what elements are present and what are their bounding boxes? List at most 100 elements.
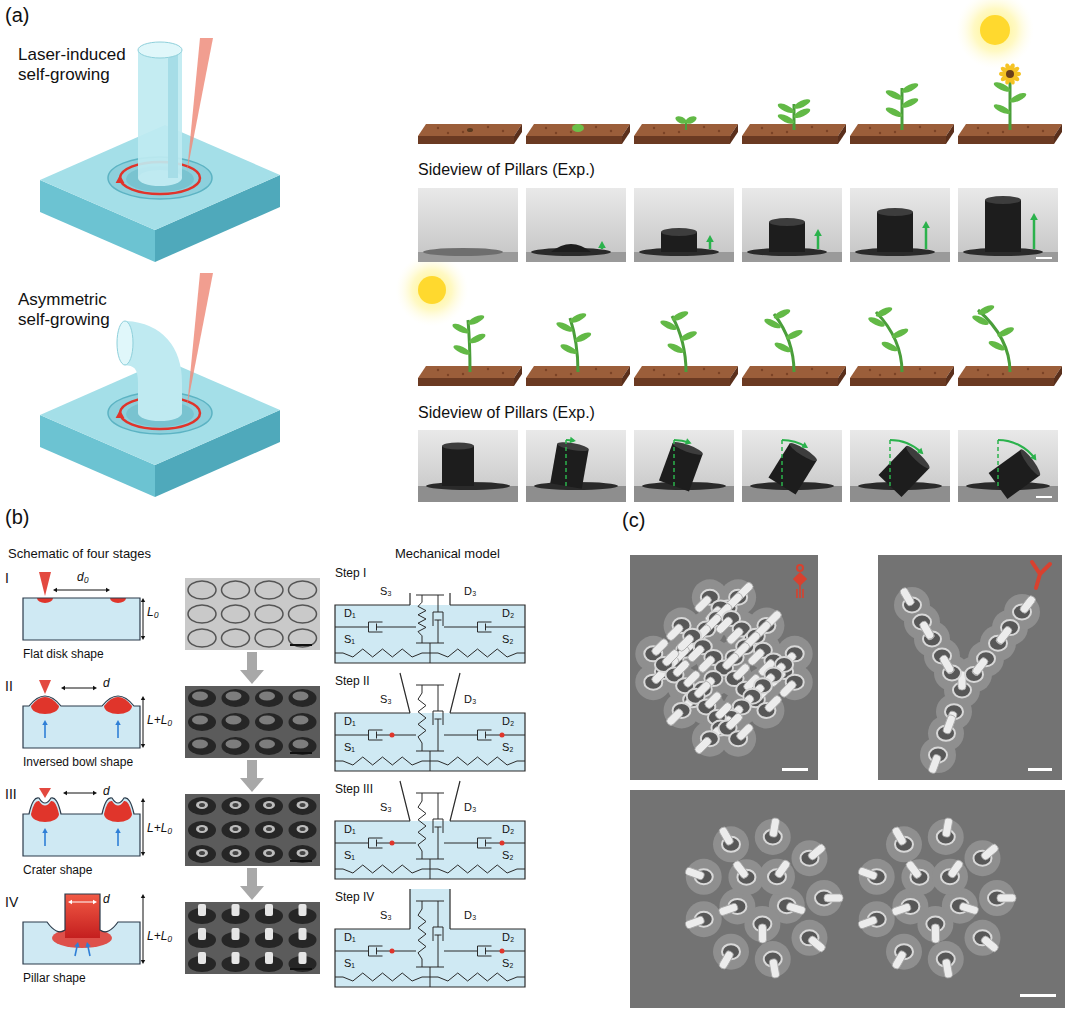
crater-rim [230, 825, 242, 833]
step-label: Step IV [335, 891, 374, 905]
disk-outline [289, 581, 317, 599]
soil-front [418, 378, 514, 386]
arrow-shaft [44, 832, 46, 846]
scale-bar [1020, 994, 1056, 997]
crater [255, 797, 283, 815]
arrow-head [141, 894, 145, 898]
column-wall [410, 889, 450, 929]
soil-speck [663, 374, 665, 376]
dome [188, 713, 216, 731]
dome-highlight [226, 740, 242, 749]
spacing-label: d [103, 893, 110, 907]
crater-pit [266, 851, 272, 855]
pattern-halo [806, 880, 842, 916]
soil-speck [869, 369, 871, 371]
plant-leaf [987, 339, 1006, 352]
pillar [989, 450, 1040, 499]
arrow-head [116, 175, 125, 183]
soil-speck [610, 372, 612, 374]
arrow-head [115, 720, 121, 725]
soil-speck [555, 132, 557, 134]
scale-bar [290, 752, 312, 754]
micro-pillar [891, 950, 907, 970]
pillar [265, 952, 273, 964]
micro-pillar [682, 669, 701, 688]
dashpot-symbol [444, 946, 525, 956]
soil-front [634, 378, 730, 386]
cross-section-fill [23, 798, 140, 856]
soil-speck [703, 126, 705, 128]
soil-speck [1002, 373, 1004, 375]
soil-front [958, 378, 1054, 386]
soil-speck [653, 369, 655, 371]
plant-leaf [880, 340, 899, 353]
plant-stem [570, 318, 578, 372]
plant-leaf [890, 327, 909, 340]
soil-speck [761, 369, 763, 371]
mechanical-model: Step IIS₃D₃D₁D₂S₁S₂ [330, 673, 530, 773]
arrow-head [93, 791, 97, 795]
column-bar [416, 685, 444, 771]
tilted-pillar [442, 443, 474, 487]
pattern-halo [964, 840, 1000, 876]
photo-background [742, 430, 842, 502]
soil-speck [786, 373, 788, 375]
dashpot-symbol [433, 901, 443, 967]
plant [763, 307, 804, 372]
spring-label: S₁ [344, 741, 355, 754]
crater-rim [196, 801, 208, 809]
arrow-shaft [88, 946, 90, 956]
dome [255, 689, 283, 707]
damper-label: D₂ [502, 931, 514, 944]
sem-image [878, 555, 1062, 780]
sun-glow [396, 254, 469, 327]
soil-speck [1042, 130, 1044, 132]
pillar-base [138, 405, 182, 421]
pillar [299, 904, 307, 916]
cross-section-outline [23, 798, 140, 856]
soil-speck [595, 368, 597, 370]
pattern-halo [791, 920, 827, 956]
pillar [299, 928, 307, 940]
soil-speck [610, 130, 612, 132]
step-label: Step III [335, 783, 373, 797]
dome-highlight [259, 692, 275, 701]
stage-schematic: Id₀L₀Flat disk shape [5, 568, 185, 673]
micro-pillar [947, 859, 964, 879]
spring-symbol [430, 865, 525, 873]
micro-pillar [942, 818, 953, 838]
soil-speck [771, 374, 773, 376]
micro-pillar [650, 638, 669, 657]
cross-section-fill [23, 894, 140, 964]
plant [659, 309, 698, 372]
pillar [768, 444, 816, 495]
arrow-head [93, 686, 97, 690]
arrow-shaft [925, 227, 928, 249]
crater-disk [423, 248, 503, 256]
micro-pillar [971, 656, 989, 676]
rotation-arrow [120, 178, 200, 194]
height-label: L₀ [147, 606, 159, 620]
photo-background [526, 188, 626, 262]
soil-front [634, 136, 730, 144]
plant-leaf [763, 317, 782, 330]
soil-speck [437, 127, 439, 129]
dome [289, 737, 317, 755]
soil-speck [502, 372, 504, 374]
sprout [572, 124, 584, 132]
dome [222, 689, 250, 707]
soil-speck [1002, 131, 1004, 133]
photo-background [185, 578, 320, 650]
pillar-photo [850, 430, 950, 502]
arrow-head [598, 241, 606, 248]
pillar [232, 928, 240, 940]
pattern-halo [886, 826, 922, 862]
spring-label: S₃ [380, 801, 392, 814]
micro-pillar [694, 594, 713, 613]
soil-side [838, 366, 846, 386]
scale-bar [290, 860, 312, 862]
plant [555, 311, 592, 372]
plant-leaf [468, 332, 487, 345]
red-marker [390, 841, 395, 846]
